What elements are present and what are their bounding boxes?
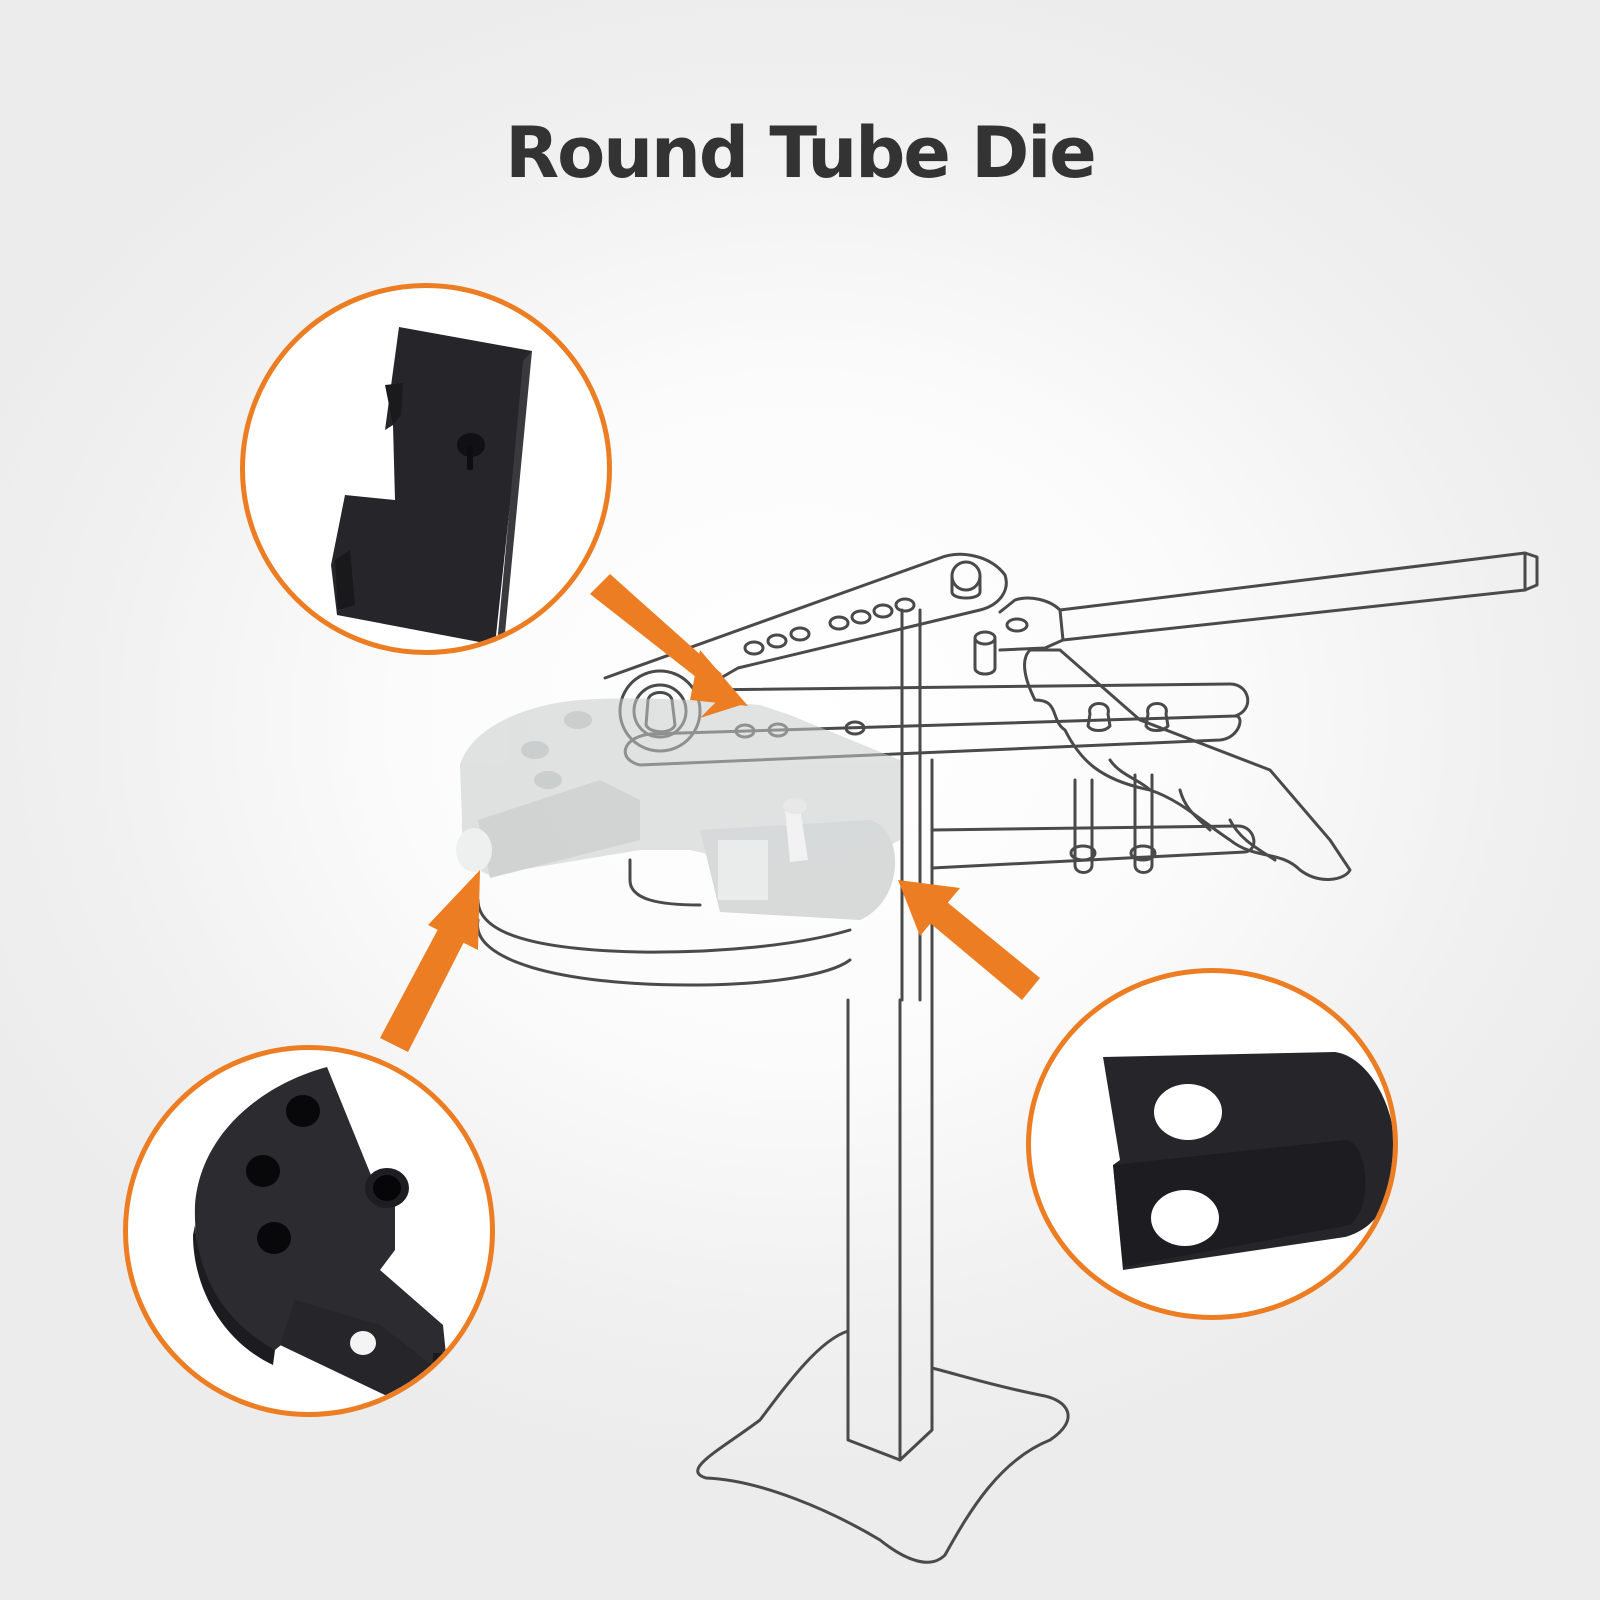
upper-arm xyxy=(603,552,1008,692)
arrow-bottom-left xyxy=(380,870,480,1052)
toothed-plate xyxy=(1023,648,1352,881)
arrow-top-left xyxy=(590,574,748,718)
callout-u-strap xyxy=(1026,968,1398,1320)
follow-block-part xyxy=(331,327,532,645)
bending-die-part xyxy=(194,1067,450,1395)
callout-arrows xyxy=(380,574,1040,1052)
lower-bracket xyxy=(930,824,1256,870)
callout-bending-die xyxy=(123,1045,495,1417)
arrow-bottom-right xyxy=(898,880,1040,1000)
page-title: Round Tube Die xyxy=(505,112,1097,194)
column xyxy=(846,998,934,1462)
round-tube-die-overlay xyxy=(456,698,900,920)
callout-follow-block xyxy=(240,283,612,655)
handle xyxy=(1058,551,1539,642)
lower-die-ring xyxy=(476,918,852,987)
base-plate xyxy=(696,1329,1070,1564)
